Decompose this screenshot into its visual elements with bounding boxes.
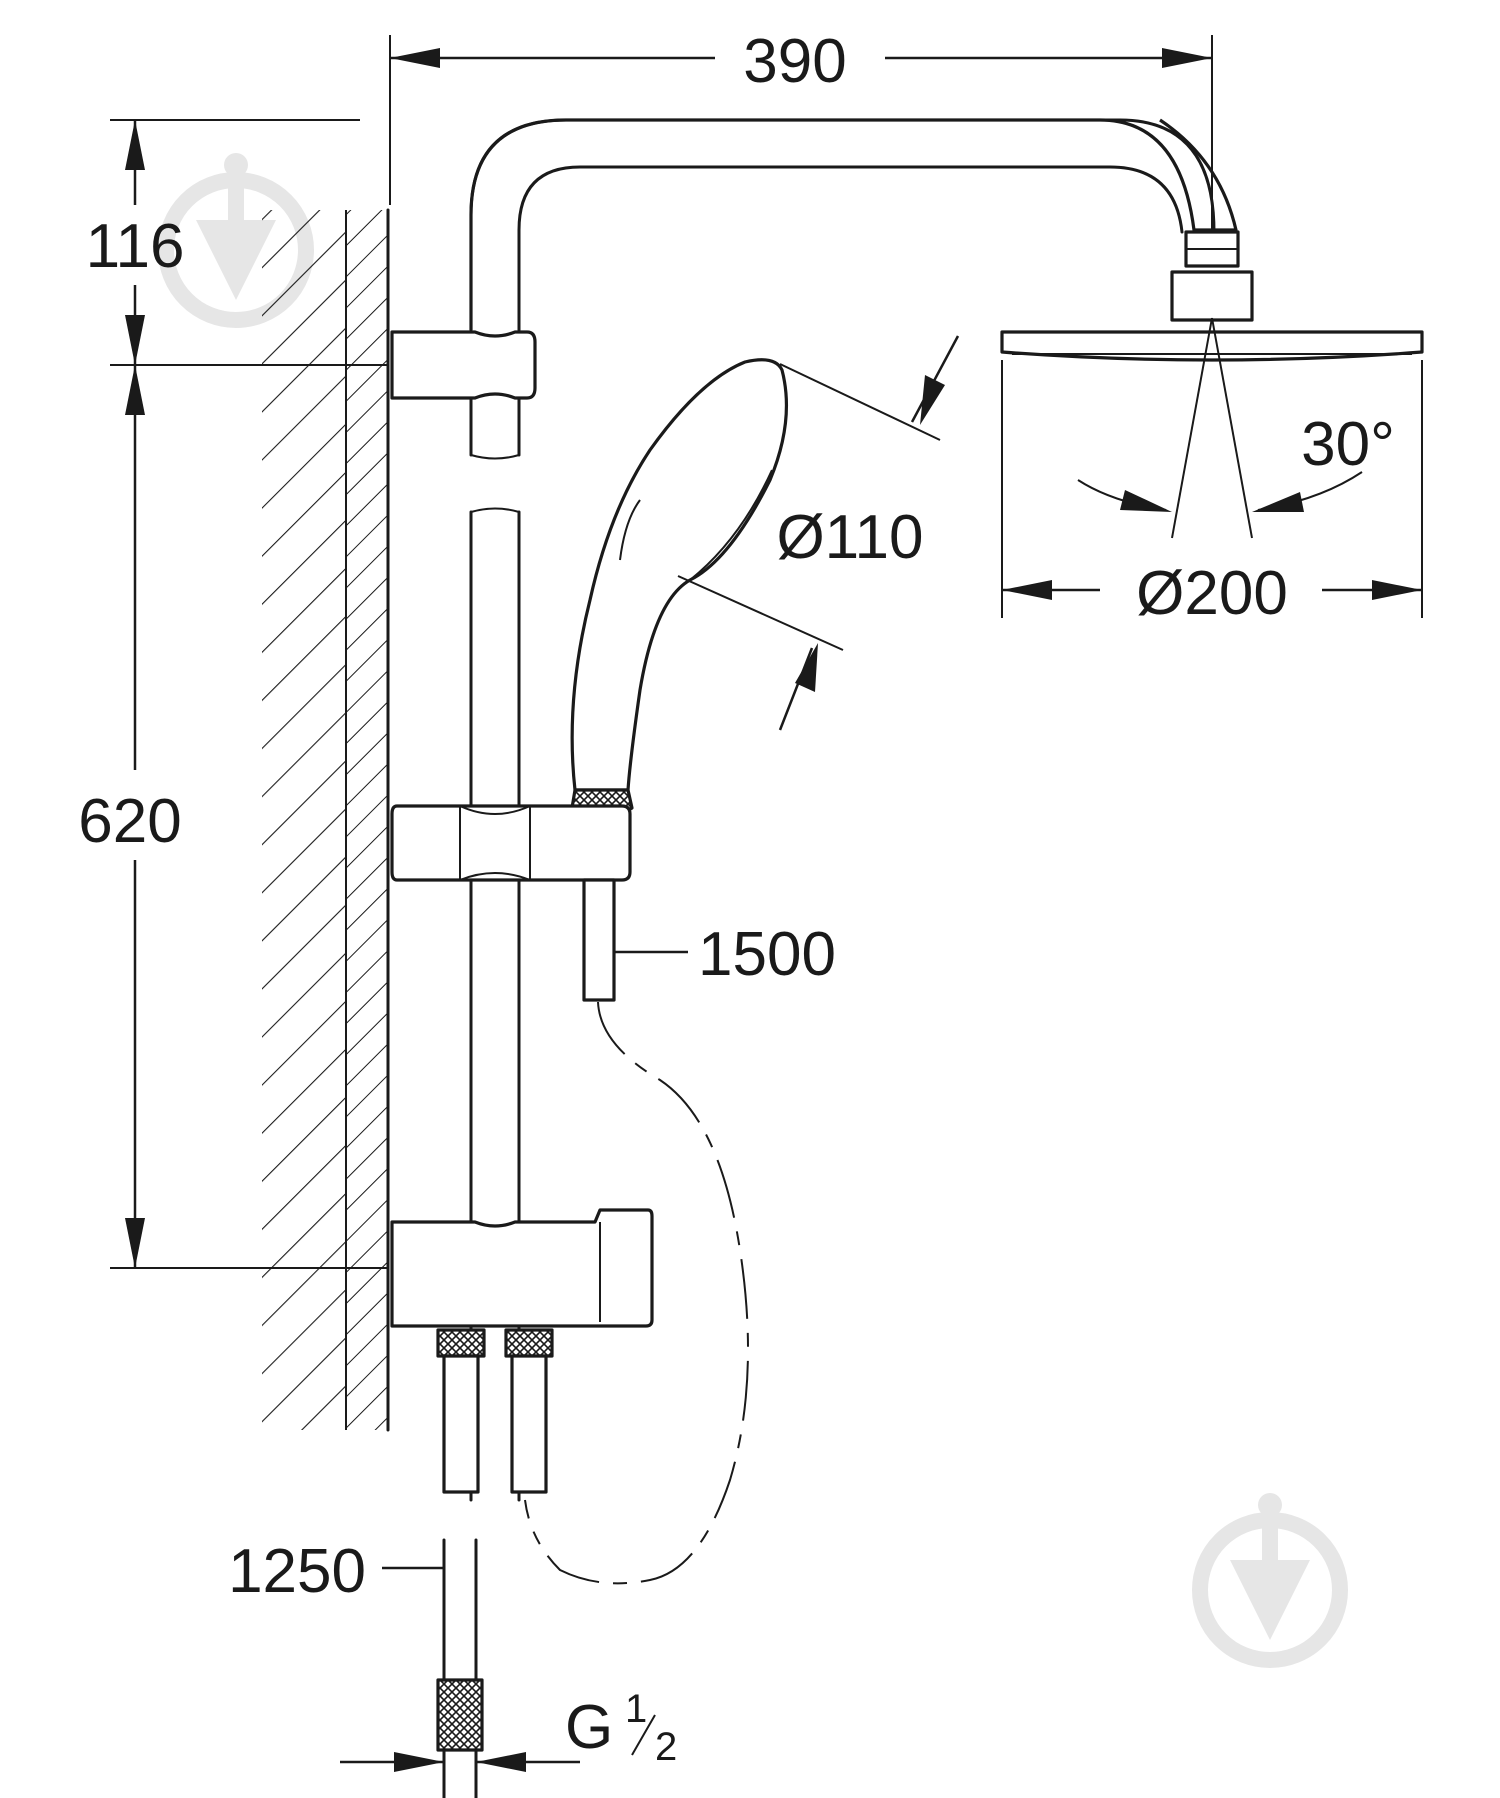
thermostat-body [390,1208,654,1494]
dimension-620-label: 620 [78,787,181,856]
watermark-logo-bottom [1192,1493,1348,1668]
dimension-hand-shower-diameter-label: Ø110 [776,503,923,572]
dimension-supply-hose-length: 1250 [228,1537,444,1606]
dimension-620: 620 [78,365,388,1269]
supply-hose [436,1538,484,1798]
dimension-hand-hose-length: 1500 [614,920,836,989]
dimension-head-shower-diameter-label: Ø200 [1136,559,1288,628]
dimension-spray-angle: 30° [1077,410,1395,512]
wall-section [262,208,390,1432]
thread-size-prefix: G [565,1693,613,1762]
dimension-supply-hose-length-label: 1250 [228,1537,366,1606]
hand-shower [570,358,789,819]
dimension-390-label: 390 [743,27,846,96]
dimension-116-label: 116 [86,212,185,281]
dimension-116: 116 [86,119,388,366]
upper-wall-bracket [390,330,537,400]
dimension-390: 390 [389,27,1213,230]
riser-rail [469,118,1238,1502]
slider-holder [390,804,632,1002]
thread-size-denominator: 2 [655,1725,677,1769]
dimension-head-shower-diameter: Ø200 [1001,360,1423,628]
head-shower [1000,230,1424,539]
thread-size-numerator: 1 [625,1687,647,1731]
dimension-hand-hose-length-label: 1500 [698,920,836,989]
dimension-hand-shower-diameter: Ø110 [677,335,960,731]
dimension-spray-angle-label: 30° [1301,410,1395,479]
dimension-thread-size: G 1 2 [340,1687,677,1772]
hand-hose [524,1001,749,1585]
